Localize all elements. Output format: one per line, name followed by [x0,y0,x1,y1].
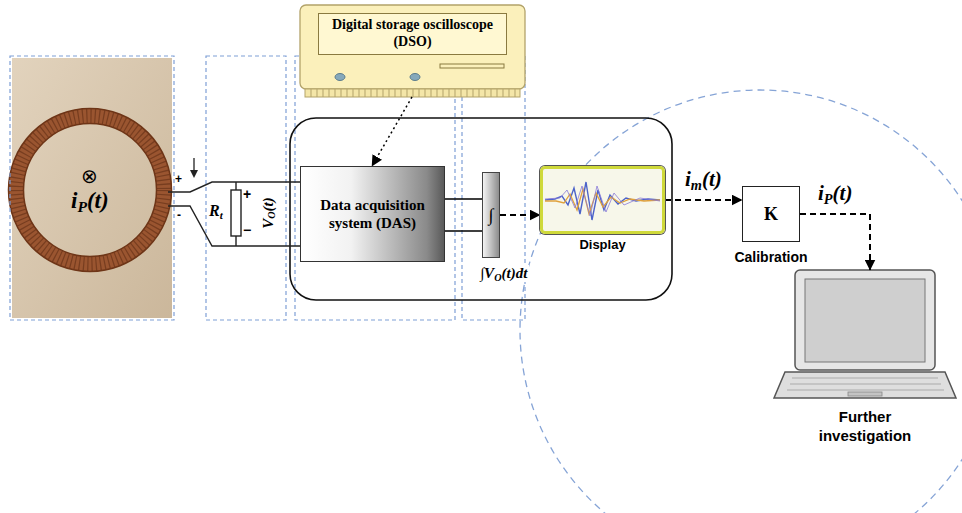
node-caption: Calibration [734,249,807,265]
signal-label: iP(t) [816,181,854,206]
integrator-box: ∫ [482,172,500,258]
signal-name: iP(t) [71,188,109,214]
node-text: Further investigation [805,408,925,446]
calibration-box: KCalibration [742,186,800,242]
laptop-icon [774,270,956,398]
system-outline [290,118,672,300]
node-text: K [764,204,778,225]
polarity-mark: + [243,186,251,202]
waveform-display [543,169,662,231]
laptop-box: Further investigation [790,270,940,398]
node-text: Data acquisition system (DAS) [311,196,434,232]
signal-name: VO(t) [260,197,277,229]
node-text: ∫ [489,205,494,226]
oscilloscope-icon [300,5,525,97]
connector-arrow [665,199,742,201]
polarity-mark: + [175,172,182,186]
oscilloscope-box: Digital storage oscilloscope (DSO) [300,5,525,97]
resistor-symbol [231,190,241,236]
polarity-mark: - [177,208,181,222]
coil-photo [9,58,173,318]
signal-label: im(t) [683,167,724,192]
signal-name: ∫VO(t)dt [478,265,529,282]
connector-arrow [500,214,540,216]
connector-arrow [372,97,412,166]
wires [168,182,300,246]
region-circle [520,90,962,513]
node-text: Digital storage oscilloscope (DSO) [318,13,507,55]
connector-arrow [800,214,870,270]
group-box [206,56,286,320]
display-screen: Display [540,166,665,234]
node-text: Display [543,237,662,252]
polarity-mark: − [243,222,251,238]
group-box [10,56,174,320]
current-arrow [190,158,198,178]
connector-arrow [445,199,482,231]
component-name: Rt [209,202,223,220]
current-symbol: ⊗ [81,164,98,188]
process-box: Data acquisition system (DAS) [300,166,445,262]
